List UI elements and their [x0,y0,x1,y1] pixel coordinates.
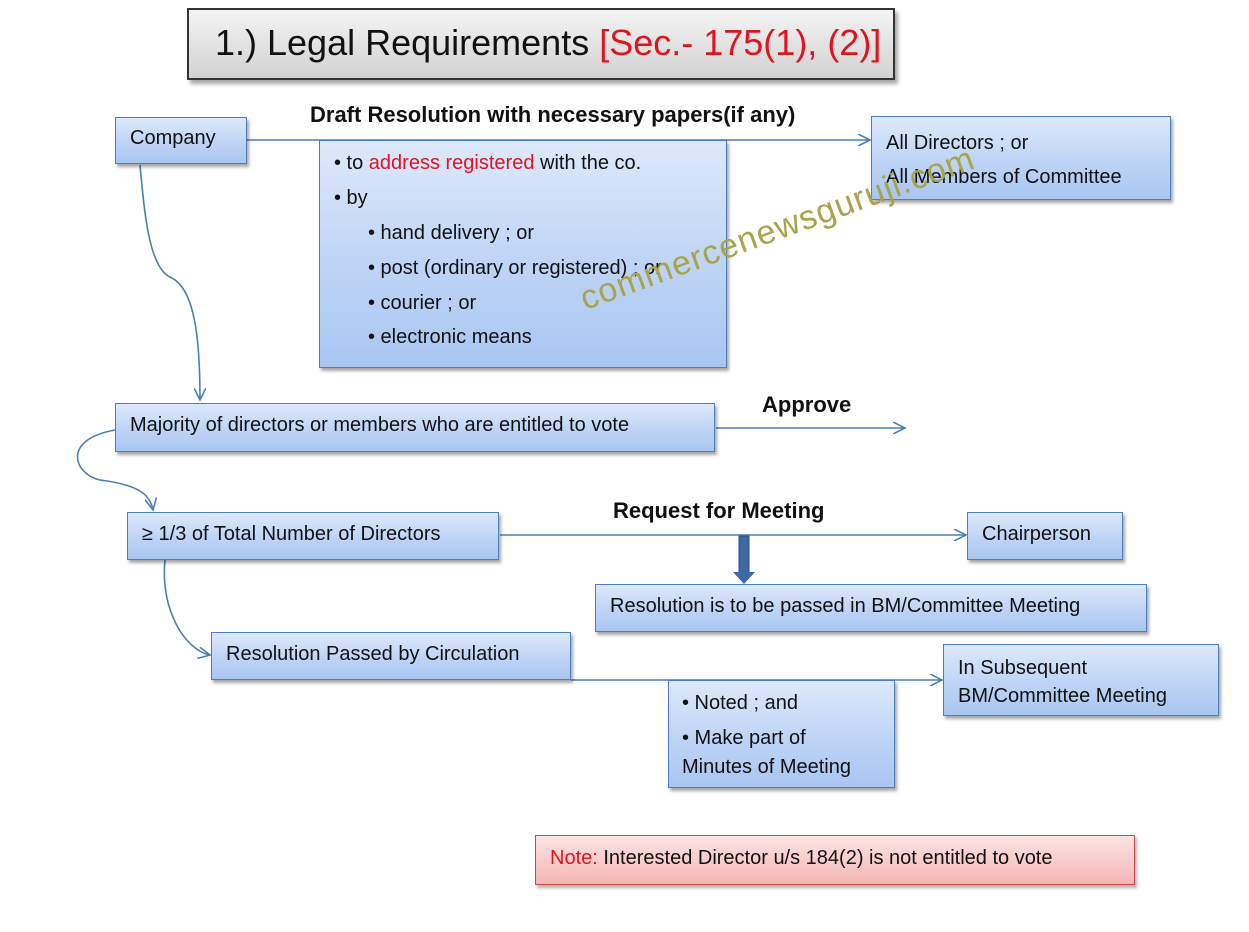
delivery-item: • post (ordinary or registered) ; or [368,257,662,279]
delivery-with-co-text: with the co. [534,152,642,174]
draft-resolution-label: Draft Resolution with necessary papers(i… [310,102,796,127]
noted-line: • Noted ; and [682,692,798,714]
third-directors-box: ≥ 1/3 of Total Number of Directors [127,512,499,560]
page-title: 1.) Legal Requirements [Sec.- 175(1), (2… [187,8,895,80]
noted-box: • Noted ; and • Make part of Minutes of … [668,680,895,788]
third-to-circulation-arrow [163,559,210,655]
chairperson-box: Chairperson [967,512,1123,560]
recipient-line: All Members of Committee [886,166,1122,188]
company-label: Company [130,127,216,149]
majority-box: Majority of directors or members who are… [115,403,715,452]
delivery-box: • to address registered with the co. • b… [319,140,727,368]
chairperson-label: Chairperson [982,523,1091,545]
note-text: Interested Director u/s 184(2) is not en… [597,847,1053,869]
company-box: Company [115,117,247,164]
approve-label: Approve [762,392,852,417]
noted-line: • Make part of [682,727,806,749]
address-registered-text: address registered [368,152,535,174]
company-to-majority-arrow [139,164,200,400]
note-label: Note: [550,847,598,869]
resolution-meeting-box: Resolution is to be passed in BM/Committ… [595,584,1147,632]
subsequent-line: BM/Committee Meeting [958,685,1167,707]
request-meeting-label: Request for Meeting [613,498,825,523]
resolution-circulation-box: Resolution Passed by Circulation [211,632,571,680]
delivery-item: • electronic means [368,326,532,348]
request-down-arrow-head [733,572,755,584]
noted-line: Minutes of Meeting [682,756,851,778]
majority-label: Majority of directors or members who are… [130,414,630,436]
request-down-arrow-stem [738,535,750,575]
title-section: [Sec.- 175(1), (2)] [599,22,882,63]
recipients-box: All Directors ; or All Members of Commit… [871,116,1171,200]
delivery-item: • courier ; or [368,292,477,314]
resolution-circulation-label: Resolution Passed by Circulation [226,643,520,665]
recipient-line: All Directors ; or [886,132,1029,154]
delivery-by-text: • by [334,187,368,209]
subsequent-meeting-box: In Subsequent BM/Committee Meeting [943,644,1219,716]
note-box: Note: Interested Director u/s 184(2) is … [535,835,1135,885]
subsequent-line: In Subsequent [958,657,1087,679]
resolution-meeting-label: Resolution is to be passed in BM/Committ… [610,595,1081,617]
delivery-item: • hand delivery ; or [368,222,534,244]
title-text: 1.) Legal Requirements [215,22,600,63]
majority-to-third-arrow [76,429,154,510]
third-directors-label: ≥ 1/3 of Total Number of Directors [142,523,441,545]
delivery-to-text: • to [334,152,369,174]
